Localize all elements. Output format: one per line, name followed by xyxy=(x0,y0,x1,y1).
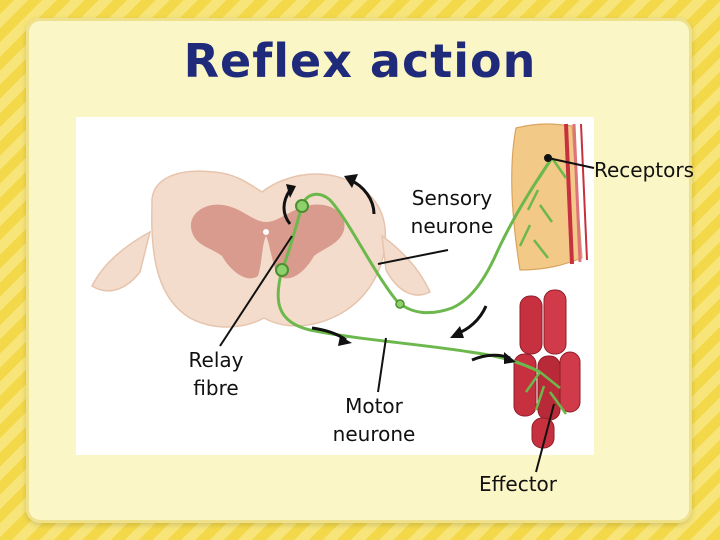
sensory-endings xyxy=(518,157,568,259)
central-canal xyxy=(263,229,269,235)
skin-layer-inner xyxy=(580,123,588,261)
motor-neurone-label: Motor neurone xyxy=(324,392,424,448)
receptors-label: Receptors xyxy=(594,158,695,182)
motor-endings xyxy=(524,371,568,415)
arrow-sensory-in-head xyxy=(344,174,358,188)
leader-relay xyxy=(219,235,293,347)
arrow-motor-out-head xyxy=(504,352,516,364)
arrow-relay-down-head xyxy=(286,184,296,198)
skin-layer-outer xyxy=(564,123,574,265)
sensory-neurone-path xyxy=(300,157,554,315)
effector-muscle xyxy=(513,289,581,449)
sensory-neurone-label-line2: neurone xyxy=(410,214,494,238)
motor-neurone-path xyxy=(276,269,541,374)
grey-matter xyxy=(190,204,345,279)
slide-title: Reflex action xyxy=(183,34,537,88)
ganglion xyxy=(395,299,405,309)
sensory-neurone-label-line1: Sensory xyxy=(411,186,493,210)
arrow-reflex-loop-head xyxy=(450,326,464,338)
effector-label: Effector xyxy=(478,472,558,496)
leader-lines xyxy=(219,154,595,473)
direction-arrows xyxy=(282,174,516,364)
leader-receptors-dot xyxy=(544,154,552,162)
leader-receptors xyxy=(547,157,595,169)
relay-fibre-label: Relay fibre xyxy=(176,346,256,402)
motor-neurone-label-line1: Motor xyxy=(345,394,403,418)
spinal-cord xyxy=(151,170,387,328)
nerve-root-right xyxy=(381,234,431,296)
skin-layer-mid xyxy=(572,123,582,263)
arrow-cord-out-head xyxy=(338,336,352,346)
arrow-relay-down xyxy=(282,189,292,225)
motor-neurone-label-line2: neurone xyxy=(332,422,416,446)
relay-fibre-label-line2: fibre xyxy=(193,376,239,400)
skin-tissue xyxy=(511,123,583,271)
nerve-root-left xyxy=(91,230,152,292)
motor-cell-body xyxy=(275,263,289,277)
sensory-neurone-label: Sensory neurone xyxy=(402,184,502,240)
leader-motor xyxy=(377,337,387,393)
leader-effector xyxy=(535,403,555,473)
sensory-cell-body xyxy=(295,199,309,213)
leader-sensory xyxy=(377,249,449,265)
relay-fibre-label-line1: Relay xyxy=(188,348,244,372)
